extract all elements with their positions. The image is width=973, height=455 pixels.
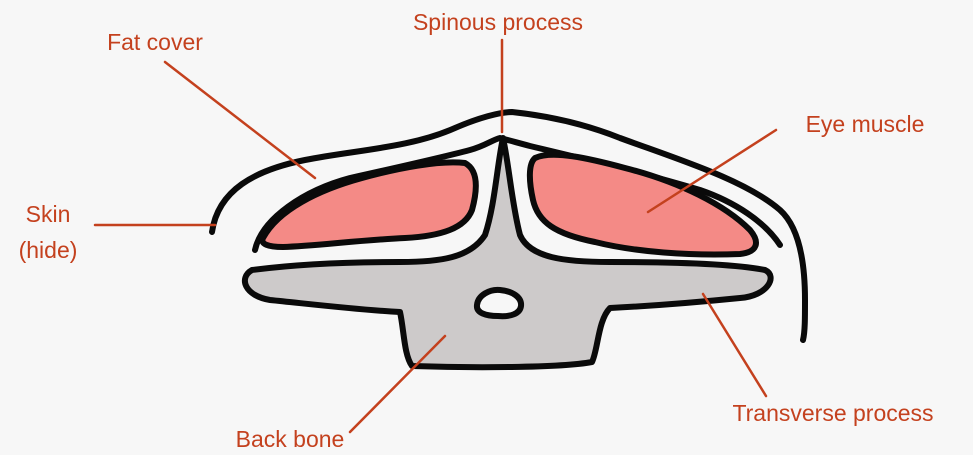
left-eye-muscle xyxy=(262,162,475,247)
transverse-process-label: Transverse process xyxy=(732,400,933,426)
eye-muscle-label: Eye muscle xyxy=(806,111,925,137)
fat-cover-leader xyxy=(165,62,315,178)
transverse-process-leader xyxy=(703,294,766,396)
back-bone-label: Back bone xyxy=(236,426,345,452)
right-eye-muscle xyxy=(530,155,756,255)
spinous-process-label: Spinous process xyxy=(413,9,583,35)
hide-label: (hide) xyxy=(19,237,78,263)
spinal-canal xyxy=(477,290,521,316)
fat-cover-label: Fat cover xyxy=(107,29,203,55)
back-bone-leader xyxy=(350,336,445,432)
skin-label: Skin xyxy=(26,201,71,227)
